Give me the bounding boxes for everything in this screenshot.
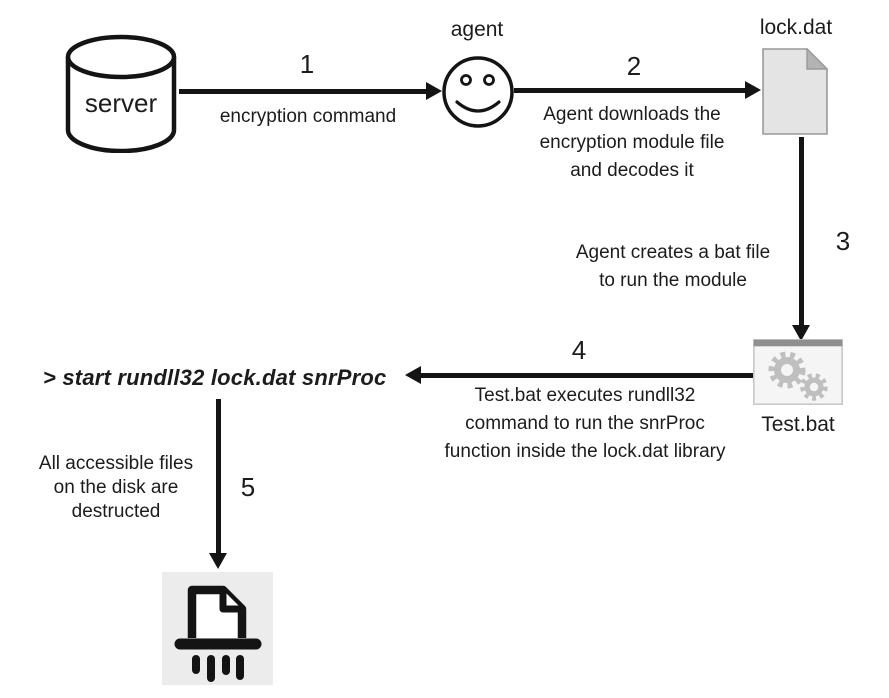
caption-line: and decodes it — [570, 160, 694, 181]
step-3-arrowhead-icon — [792, 325, 810, 341]
caption-line: encryption command — [219, 106, 397, 127]
caption-line: Agent creates a bat file — [575, 242, 771, 263]
step-5-caption: All accessible files on the disk are des… — [39, 452, 193, 524]
lock-dat-label: lock.dat — [759, 16, 833, 39]
step-5-number: 5 — [240, 472, 256, 502]
step-4-arrow — [420, 373, 753, 378]
shredder-icon — [162, 572, 273, 685]
caption-line: to run the module — [599, 270, 747, 291]
caption-line: All accessible files — [38, 453, 194, 474]
step-5-arrow — [216, 399, 221, 553]
test-bat-gears-icon — [753, 339, 843, 405]
step-2-arrow — [514, 88, 745, 93]
server-icon — [64, 33, 178, 153]
step-3-arrow — [799, 137, 804, 325]
agent-icon — [441, 53, 515, 131]
step-3-caption: Agent creates a bat file to run the modu… — [576, 239, 770, 295]
server-label: server — [84, 88, 158, 118]
step-1-arrow — [179, 89, 426, 94]
step-2-arrowhead-icon — [745, 81, 761, 99]
caption-line: Agent downloads the — [543, 104, 721, 125]
step-4-number: 4 — [571, 335, 587, 365]
caption-line: destructed — [71, 501, 161, 522]
lock-dat-file-icon — [762, 48, 828, 135]
step-3-number: 3 — [835, 226, 851, 256]
caption-line: encryption module file — [539, 132, 725, 153]
step-1-number: 1 — [299, 49, 315, 79]
step-2-number: 2 — [626, 51, 642, 81]
caption-line: Test.bat executes rundll32 — [474, 385, 696, 406]
step-5-arrowhead-icon — [209, 553, 227, 569]
caption-line: command to run the snrProc — [465, 413, 705, 434]
step-2-caption: Agent downloads the encryption module fi… — [540, 101, 725, 185]
step-1-arrowhead-icon — [426, 82, 442, 100]
agent-label: agent — [450, 18, 504, 41]
step-4-caption: Test.bat executes rundll32 command to ru… — [445, 382, 726, 466]
command-text: > start rundll32 lock.dat snrProc — [43, 365, 387, 390]
step-1-caption: encryption command — [220, 103, 396, 131]
caption-line: function inside the lock.dat library — [444, 441, 726, 462]
step-4-arrowhead-icon — [405, 366, 421, 384]
caption-line: on the disk are — [53, 477, 179, 498]
test-bat-label: Test.bat — [761, 413, 835, 436]
